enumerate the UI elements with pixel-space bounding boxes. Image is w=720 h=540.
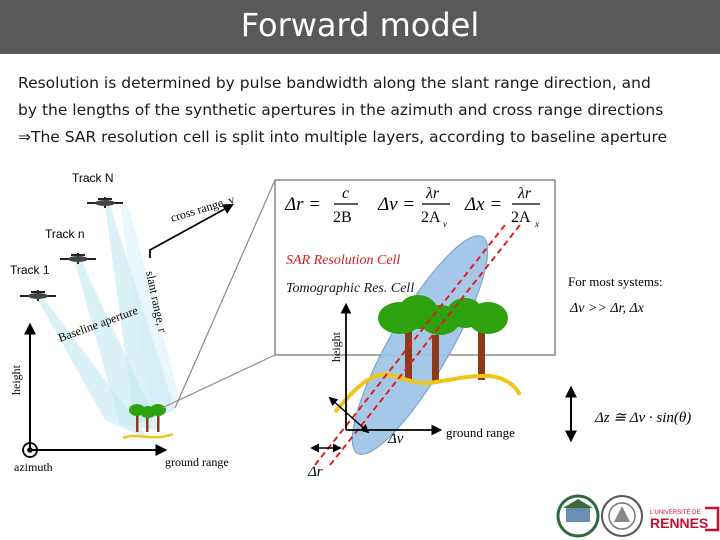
intro-text: Resolution is determined by pulse bandwi… bbox=[18, 70, 708, 151]
formula-dv-lhs: Δv = bbox=[377, 194, 415, 215]
airplane-icon bbox=[20, 290, 56, 301]
beam-track-1 bbox=[38, 300, 150, 440]
label-tomo-cell: Tomographic Res. Cell bbox=[286, 281, 414, 296]
formula-dv-num: λr bbox=[425, 185, 440, 202]
dv-arrow bbox=[328, 396, 370, 434]
acquisition-geometry: Track N Track n Track 1 cross range, v s… bbox=[9, 171, 236, 474]
formulas: Δr = c 2B Δv = λr 2A v Δx = λr 2A x bbox=[284, 185, 540, 229]
tree-icon bbox=[122, 404, 174, 440]
label-relation: Δv >> Δr, Δx bbox=[569, 301, 645, 316]
formula-dr-num: c bbox=[342, 185, 349, 202]
airplane-icon bbox=[60, 253, 96, 264]
formula-dr-lhs: Δr = bbox=[284, 194, 321, 215]
label-height-left: height bbox=[9, 364, 23, 395]
airplane-icon bbox=[87, 197, 123, 208]
slide-title: Forward model bbox=[240, 6, 480, 44]
intro-line-1: Resolution is determined by pulse bandwi… bbox=[18, 74, 651, 92]
label-track-1: Track 1 bbox=[10, 263, 50, 277]
beam-track-n bbox=[75, 262, 160, 430]
formula-dv-den: 2A bbox=[421, 209, 441, 226]
label-dz-formula: Δz ≅ Δv · sin(θ) bbox=[594, 410, 691, 426]
beam-track-n-top bbox=[105, 205, 175, 425]
formula-dx-sub: x bbox=[534, 219, 539, 229]
formula-dx-den: 2A bbox=[511, 209, 531, 226]
systems-panel: For most systems: Δv >> Δr, Δx Δz ≅ Δv ·… bbox=[565, 274, 691, 443]
formula-dx-lhs: Δx = bbox=[464, 194, 502, 215]
label-most-systems: For most systems: bbox=[568, 274, 663, 289]
tree-icon bbox=[378, 295, 508, 383]
label-sar-cell: SAR Resolution Cell bbox=[286, 253, 400, 268]
label-cross-range: cross range, v bbox=[169, 192, 237, 225]
intro-line-2: by the lengths of the synthetic aperture… bbox=[18, 101, 664, 119]
ground-line bbox=[333, 372, 522, 414]
formula-dx-num: λr bbox=[517, 185, 532, 202]
formula-dv-sub: v bbox=[443, 219, 447, 229]
azimuth-icon bbox=[22, 442, 38, 458]
rennes-small-text: L'UNIVERSITÉ DE bbox=[650, 509, 701, 516]
label-azimuth: azimuth bbox=[14, 460, 53, 474]
header-bar: Forward model bbox=[0, 0, 720, 54]
resolution-cell: SAR Resolution Cell Tomographic Res. Cel… bbox=[286, 224, 522, 480]
intro-line-3: ⇒The SAR resolution cell is split into m… bbox=[18, 128, 668, 146]
rennes-logo: L'UNIVERSITÉ DE RENNES bbox=[650, 506, 720, 532]
label-ground-range-right: ground range bbox=[446, 425, 515, 440]
university-seal-icon bbox=[601, 495, 643, 537]
label-track-n: Track n bbox=[45, 227, 85, 241]
label-dr: Δr bbox=[307, 464, 323, 480]
formula-dr-den: 2B bbox=[333, 209, 352, 226]
label-ground-range-left: ground range bbox=[165, 455, 229, 469]
university-seal-icon bbox=[556, 494, 600, 538]
cross-range-arrow bbox=[149, 203, 234, 258]
rennes-text: RENNES bbox=[650, 515, 708, 531]
label-dv: Δv bbox=[387, 431, 404, 447]
zoom-connector-bottom bbox=[174, 179, 276, 409]
zoom-connector-top bbox=[161, 354, 276, 409]
beam-extra bbox=[120, 205, 180, 405]
label-track-n-top: Track N bbox=[72, 171, 114, 185]
label-height-right: height bbox=[329, 331, 343, 362]
